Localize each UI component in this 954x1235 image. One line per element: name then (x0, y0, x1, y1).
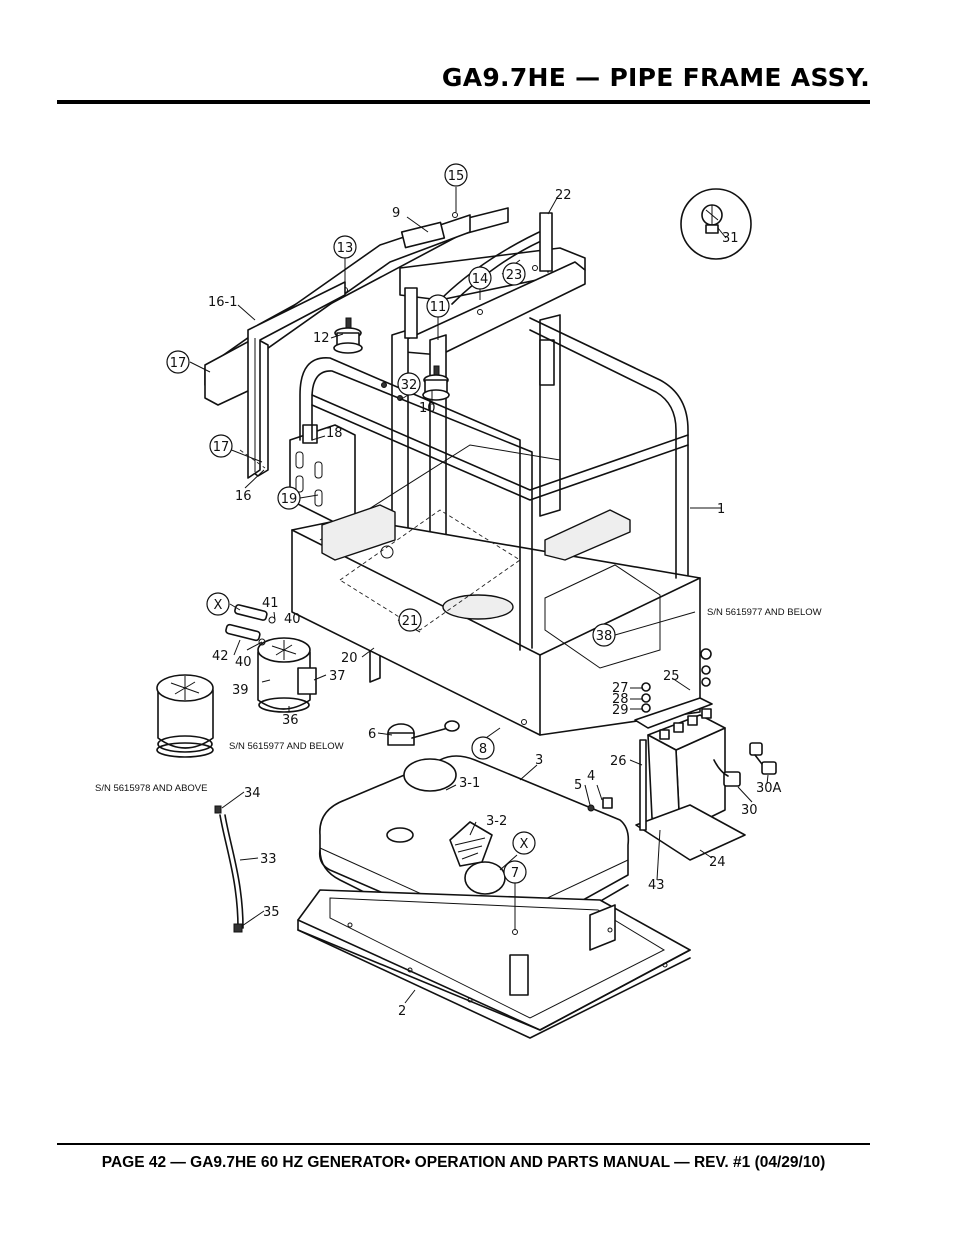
callout-30A: 30A (756, 781, 782, 796)
callout-36: 36 (282, 713, 299, 728)
main-frame-box (291, 444, 701, 736)
callout-20: 20 (341, 651, 358, 666)
callout-15: 15 (448, 169, 465, 184)
footer-rule (57, 1143, 870, 1145)
rubber-mount-12 (333, 317, 363, 354)
callout-27: 27 (612, 681, 629, 696)
callout-35: 35 (263, 905, 280, 920)
callout-41: 41 (262, 596, 279, 611)
callout-11: 11 (430, 300, 447, 315)
callout-39: 39 (232, 683, 249, 698)
callout-23: 23 (506, 268, 523, 283)
callout-37: 37 (329, 669, 346, 684)
callout-40b: 40 (235, 655, 252, 670)
callout-6: 6 (368, 727, 376, 742)
callout-3-1: 3-1 (459, 776, 480, 791)
muffler-39 (257, 637, 317, 713)
callout-14: 14 (472, 272, 489, 287)
callout-9: 9 (392, 206, 400, 221)
base-frame (297, 889, 691, 1039)
callout-4: 4 (587, 769, 595, 784)
header-rule (57, 100, 870, 104)
callout-26: 26 (610, 754, 627, 769)
callout-10: 10 (419, 401, 436, 416)
callout-42: 42 (212, 649, 229, 664)
callout-30: 30 (741, 803, 758, 818)
callout-16-1: 16-1 (208, 295, 238, 310)
callout-17b: 17 (213, 440, 230, 455)
fuel-cap-inset (680, 188, 752, 260)
callout-3: 3 (535, 753, 543, 768)
callout-13: 13 (337, 241, 354, 256)
battery-assembly (634, 648, 777, 861)
fuel-gauge (387, 720, 460, 746)
callout-24: 24 (709, 855, 726, 870)
callout-32: 32 (401, 378, 418, 393)
callout-28: 28 (612, 692, 629, 707)
callout-19: 19 (281, 492, 298, 507)
serial-note-below-left: S/N 5615977 AND BELOW (229, 741, 344, 752)
callout-labels: 9 22 16-1 16 18 12 10 1 20 41 40 42 40 3… (95, 188, 822, 1019)
callout-21: 21 (402, 614, 419, 629)
callout-17a: 17 (170, 356, 187, 371)
muffler-left (156, 674, 214, 758)
tubular-pipe-frame (299, 317, 689, 651)
exhaust-pipes (225, 604, 276, 646)
serial-note-below-right: S/N 5615977 AND BELOW (707, 607, 822, 618)
callout-x1: X (214, 598, 223, 613)
callout-22: 22 (555, 188, 572, 203)
callout-34: 34 (244, 786, 261, 801)
circled-callouts: 15 13 14 23 11 17 32 17 19 X 21 38 8 X 7 (166, 163, 616, 884)
callout-40a: 40 (284, 612, 301, 627)
callout-5: 5 (574, 778, 582, 793)
callout-7: 7 (511, 866, 519, 881)
callout-31: 31 (722, 231, 739, 246)
callout-38: 38 (596, 629, 613, 644)
callout-3-2: 3-2 (486, 814, 507, 829)
callout-8: 8 (479, 742, 487, 757)
fuel-hose (214, 805, 244, 933)
callout-12: 12 (313, 331, 330, 346)
callout-18: 18 (326, 426, 343, 441)
callout-33: 33 (260, 852, 277, 867)
serial-note-above: S/N 5615978 AND ABOVE (95, 783, 207, 794)
callout-1: 1 (717, 502, 725, 517)
callout-16: 16 (235, 489, 252, 504)
page-title: GA9.7HE — PIPE FRAME ASSY. (441, 63, 870, 92)
callout-43: 43 (648, 878, 665, 893)
callout-25: 25 (663, 669, 680, 684)
callout-29: 29 (612, 703, 629, 718)
page-footer: PAGE 42 — GA9.7HE 60 HZ GENERATOR• OPERA… (101, 1154, 826, 1171)
rubber-mount-10 (422, 365, 450, 401)
callout-2: 2 (398, 1004, 406, 1019)
callout-x2: X (520, 837, 529, 852)
